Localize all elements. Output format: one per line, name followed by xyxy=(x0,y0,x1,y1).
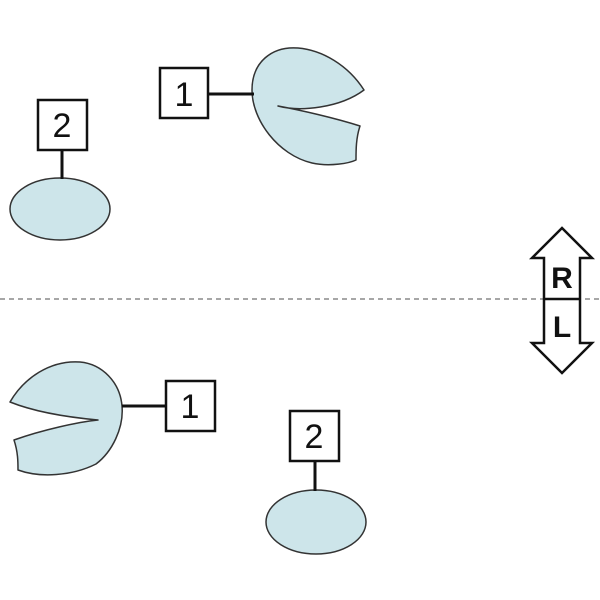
side-indicator-upper-label: R xyxy=(551,262,573,295)
upper-closed-shape xyxy=(9,177,111,241)
lower-closed-label: 2 xyxy=(305,418,324,456)
upper-closed-label-box xyxy=(36,98,89,152)
upper-open-shape xyxy=(251,47,365,166)
side-indicator-lower-label: L xyxy=(553,311,571,344)
double-arrow-icon xyxy=(528,226,596,375)
lower-open-label: 1 xyxy=(181,388,200,426)
upper-closed-label: 2 xyxy=(53,107,72,145)
side-indicator-arrow: R L xyxy=(528,226,596,375)
lower-open-shape xyxy=(9,361,123,476)
upper-open-label: 1 xyxy=(175,76,194,114)
lower-closed-label-box xyxy=(288,409,341,463)
lower-closed-shape xyxy=(265,489,367,555)
lower-open-label-box xyxy=(164,379,217,433)
upper-open-label-box xyxy=(158,66,210,120)
